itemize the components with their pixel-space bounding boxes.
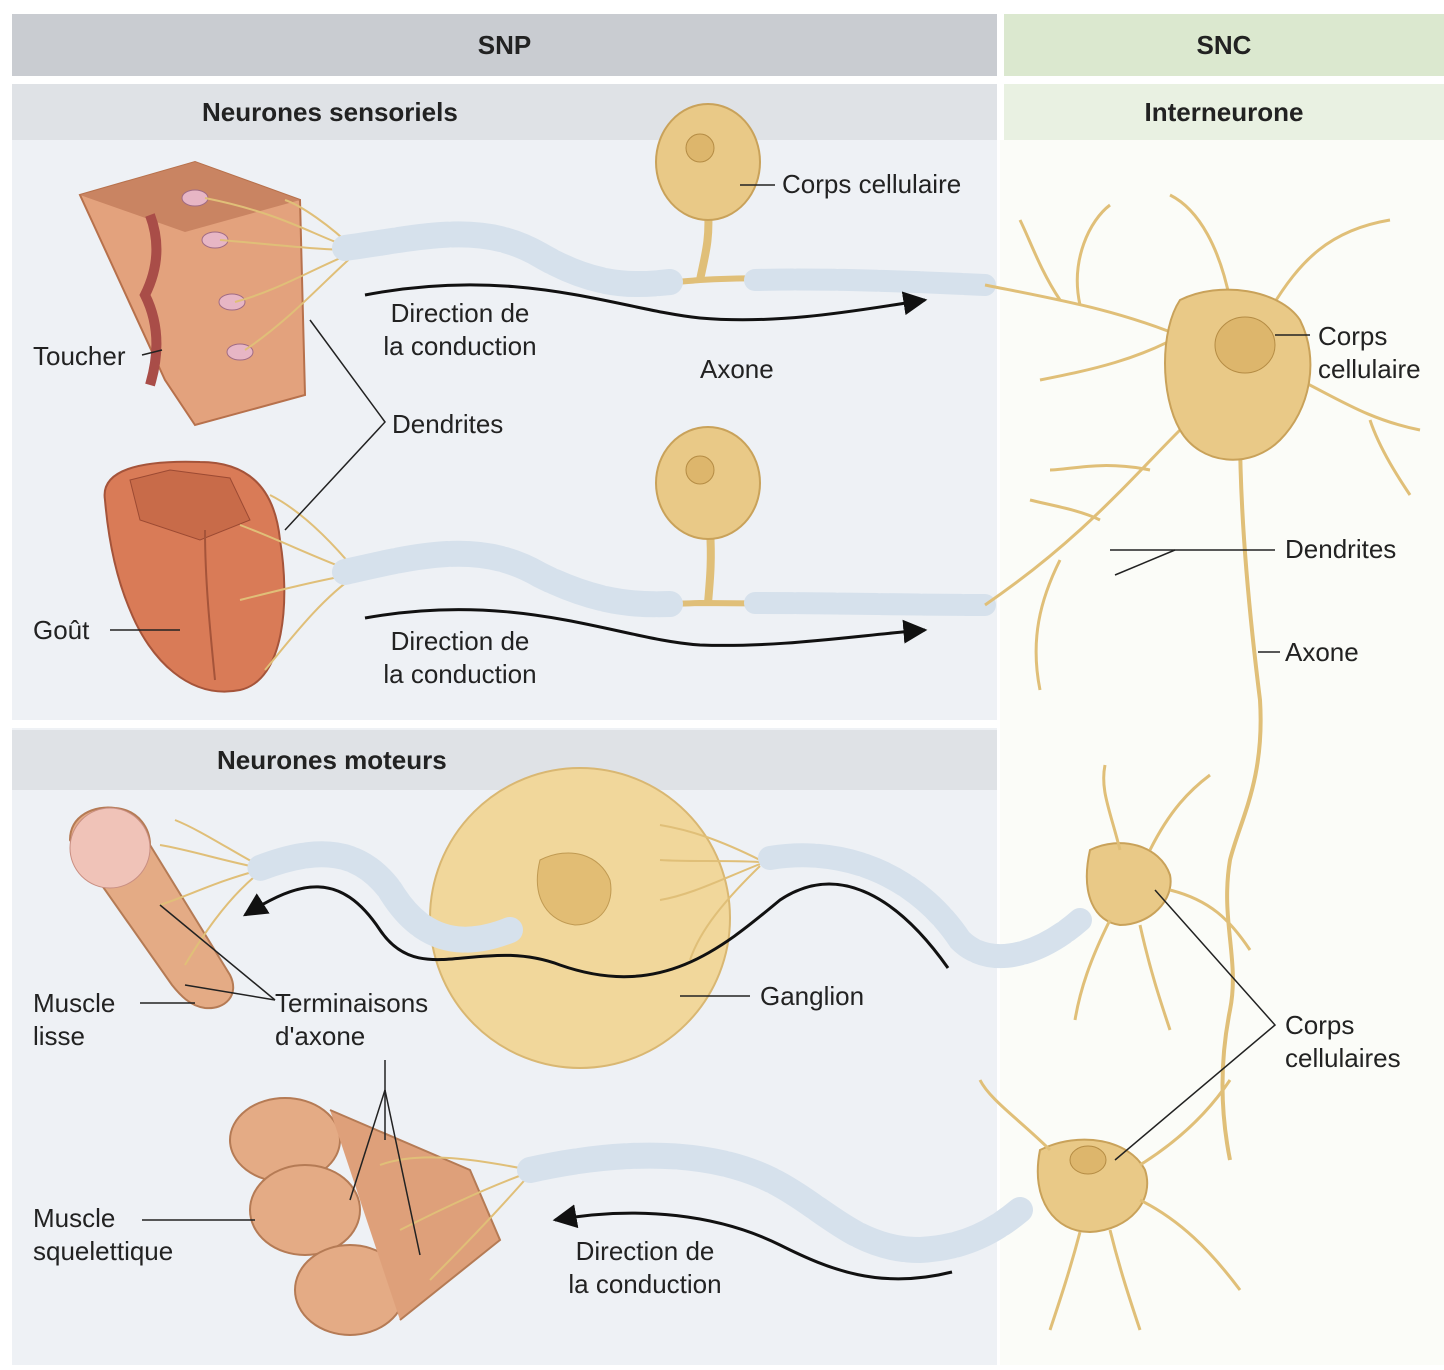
sensory-myelin-2: [345, 554, 670, 605]
conduction-line-2: la conduction: [383, 659, 536, 689]
direction-line-2: Direction de: [391, 626, 530, 656]
motor-nucleus-2: [1070, 1146, 1106, 1174]
direction-line-1: Direction de: [391, 298, 530, 328]
axon-terminals-label: Terminaisons d'axone: [275, 987, 428, 1053]
interneuron-axon: [1223, 430, 1261, 1160]
preganglionic-axon: [770, 855, 1080, 956]
direction-label-1: Direction de la conduction: [360, 297, 560, 363]
direction-line-3: Direction de: [576, 1236, 715, 1266]
interneuron-nucleus: [1215, 317, 1275, 373]
sensory-myelin-1b: [755, 279, 985, 285]
cell-body-label-inter: Corps cellulaire: [1318, 320, 1421, 386]
direction-label-3: Direction de la conduction: [545, 1235, 745, 1301]
axon-label-sensory: Axone: [700, 353, 774, 386]
sensory-cell-body-1: [656, 104, 760, 220]
cell-body-label-top: Corps cellulaire: [782, 168, 961, 201]
touch-label: Toucher: [33, 340, 126, 373]
axon-label-inter: Axone: [1285, 636, 1359, 669]
sensory-nucleus-2: [686, 456, 714, 484]
dendrites-label-sensory: Dendrites: [392, 408, 503, 441]
interneuron-cell-body: [1165, 290, 1310, 460]
conduction-line-3: la conduction: [568, 1269, 721, 1299]
cell-bodies-label: Corps cellulaires: [1285, 1009, 1401, 1075]
dendrites-label-inter: Dendrites: [1285, 533, 1396, 566]
ganglion-label: Ganglion: [760, 980, 864, 1013]
motor-cell-body-1: [1087, 843, 1171, 925]
sensory-myelin-2b: [755, 603, 985, 605]
sensory-nucleus-1: [686, 134, 714, 162]
skin-block-illustration: [80, 162, 305, 425]
skeletal-muscle-illustration: [230, 1098, 500, 1335]
sensory-cell-body-2: [656, 427, 760, 539]
conduction-line-1: la conduction: [383, 331, 536, 361]
taste-label: Goût: [33, 614, 89, 647]
tongue-illustration: [105, 462, 285, 692]
skeletal-muscle-label: Muscle squelettique: [33, 1202, 173, 1268]
direction-label-2: Direction de la conduction: [360, 625, 560, 691]
sensory-myelin-1: [345, 234, 670, 284]
smooth-muscle-label: Muscle lisse: [33, 987, 115, 1053]
cell-body-stalk-2: [708, 530, 711, 603]
